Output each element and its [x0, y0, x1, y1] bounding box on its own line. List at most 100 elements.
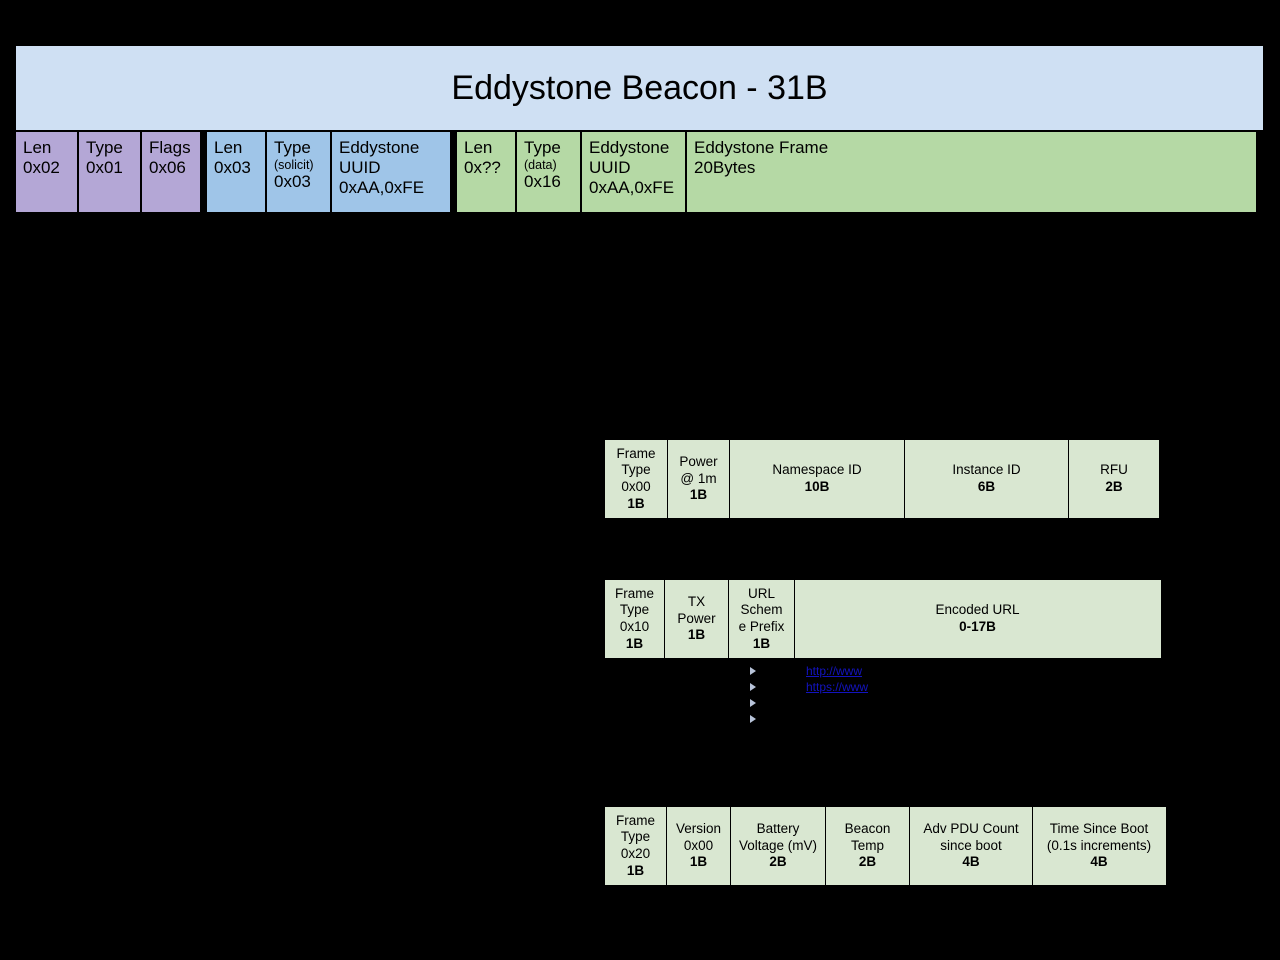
frame-cell-label: Namespace ID	[772, 462, 862, 478]
frame-cell-size: 4B	[1090, 854, 1108, 870]
ad-cell-label: Eddystone	[339, 138, 420, 157]
frame-cell-label: RFU	[1100, 462, 1128, 478]
ad-cell-sublabel: (solicit)	[274, 158, 314, 173]
frame-cell-label: Frame	[614, 585, 654, 601]
frame-cell-size: 1B	[689, 854, 708, 870]
url-scheme-prefix-list: http://www https://www http:// https://	[748, 663, 1008, 727]
ad-cell-label: Type	[86, 138, 123, 157]
ad-cell-value: UUID	[339, 158, 381, 178]
ad-cell-label: Type	[274, 138, 311, 157]
ad-cell-label: Flags	[149, 138, 191, 157]
ad-cell-type-data-0x16: Type(data)0x16	[515, 130, 582, 214]
ad-cell-label: Len	[23, 138, 52, 157]
frame-cell-size: 2B	[858, 854, 877, 870]
frame-cell-size: 1B	[687, 627, 706, 643]
url-prefix-link[interactable]: https://www	[806, 680, 869, 694]
frame-cell-label: Time Since Boot	[1049, 820, 1149, 836]
frame-cell-time-since-boot: Time Since Boot(0.1s increments)4B	[1031, 806, 1167, 886]
url-prefix-link[interactable]: http://www	[806, 664, 863, 678]
ad-cell-label: Eddystone	[589, 138, 670, 157]
ad-cell-value: UUID	[589, 158, 631, 178]
frame-cell-size: 4B	[962, 854, 980, 870]
frame-cell-label: since boot	[940, 837, 1002, 853]
frame-cell-label: Frame	[615, 812, 655, 828]
frame-cell-label: Type	[619, 602, 650, 618]
frame-cell-label: 0x20	[620, 846, 651, 861]
chevron-right-icon	[748, 698, 758, 708]
ad-cell-value2: 0xAA,0xFE	[339, 178, 425, 198]
frame-cell-label: Power	[677, 610, 716, 626]
ad-cell-label: Type	[524, 138, 561, 157]
frame-cell-label: Battery	[756, 820, 800, 836]
frame-cell-size: 2B	[769, 854, 787, 870]
url-prefix-link[interactable]: https://	[806, 712, 843, 726]
frame-cell-label: 0x00	[621, 479, 651, 494]
frame-cell-size: 2B	[1105, 479, 1123, 494]
page-title: Eddystone Beacon - 31B	[14, 44, 1265, 132]
ad-cell-label: Len	[464, 138, 493, 157]
frame-cell-label: Schem	[740, 602, 783, 618]
chevron-right-icon	[748, 682, 758, 692]
ad-cell-value: 0x06	[149, 158, 186, 178]
frame-cell-label: 0x00	[683, 837, 714, 853]
frame-cell-label: Adv PDU Count	[923, 820, 1019, 836]
list-item-prefix-http: http://	[748, 695, 1008, 711]
frame-cell-label: @ 1m	[680, 470, 717, 486]
frame-cell-label: (0.1s increments)	[1046, 837, 1152, 853]
ad-cell-value: 0x03	[274, 172, 311, 192]
frame-cell-size: 1B	[689, 487, 708, 503]
frame-cell-size: 1B	[626, 862, 645, 878]
frame-cell-label: Voltage (mV)	[738, 837, 818, 853]
list-item-prefix-https: https://	[748, 711, 1008, 727]
ad-cell-value2: 0xAA,0xFE	[589, 178, 675, 198]
list-item-prefix-https-www: https://www	[748, 679, 1008, 695]
url-prefix-link[interactable]: http://	[806, 696, 837, 710]
ad-cell-label: Eddystone Frame	[694, 138, 829, 157]
frame-cell-label: Type	[620, 829, 651, 845]
chevron-right-icon	[748, 666, 758, 676]
frame-cell-label: Version	[675, 820, 722, 836]
ad-cell-value: 0x16	[524, 172, 561, 192]
ad-cell-value: 0x??	[464, 158, 501, 178]
ad-cell-label: Len	[214, 138, 243, 157]
frame-cell-label: Type	[621, 462, 651, 478]
frame-cell-size: 1B	[752, 635, 771, 651]
frame-cell-label: Frame	[616, 445, 656, 461]
ad-cell-value: 0x03	[214, 158, 251, 178]
ad-cell-sublabel: (data)	[524, 158, 557, 173]
ad-cell-value: 20Bytes	[694, 158, 756, 178]
frame-cell-label: Power	[679, 453, 718, 469]
frame-cell-label: Instance ID	[952, 462, 1021, 478]
frame-cell-size: 1B	[627, 495, 645, 511]
frame-cell-label: 0x10	[619, 619, 650, 634]
frame-cell-label: Beacon	[844, 820, 891, 836]
ad-cell-value: 0x02	[23, 158, 60, 178]
chevron-right-icon	[748, 714, 758, 724]
ad-cell-value: 0x01	[86, 158, 123, 178]
